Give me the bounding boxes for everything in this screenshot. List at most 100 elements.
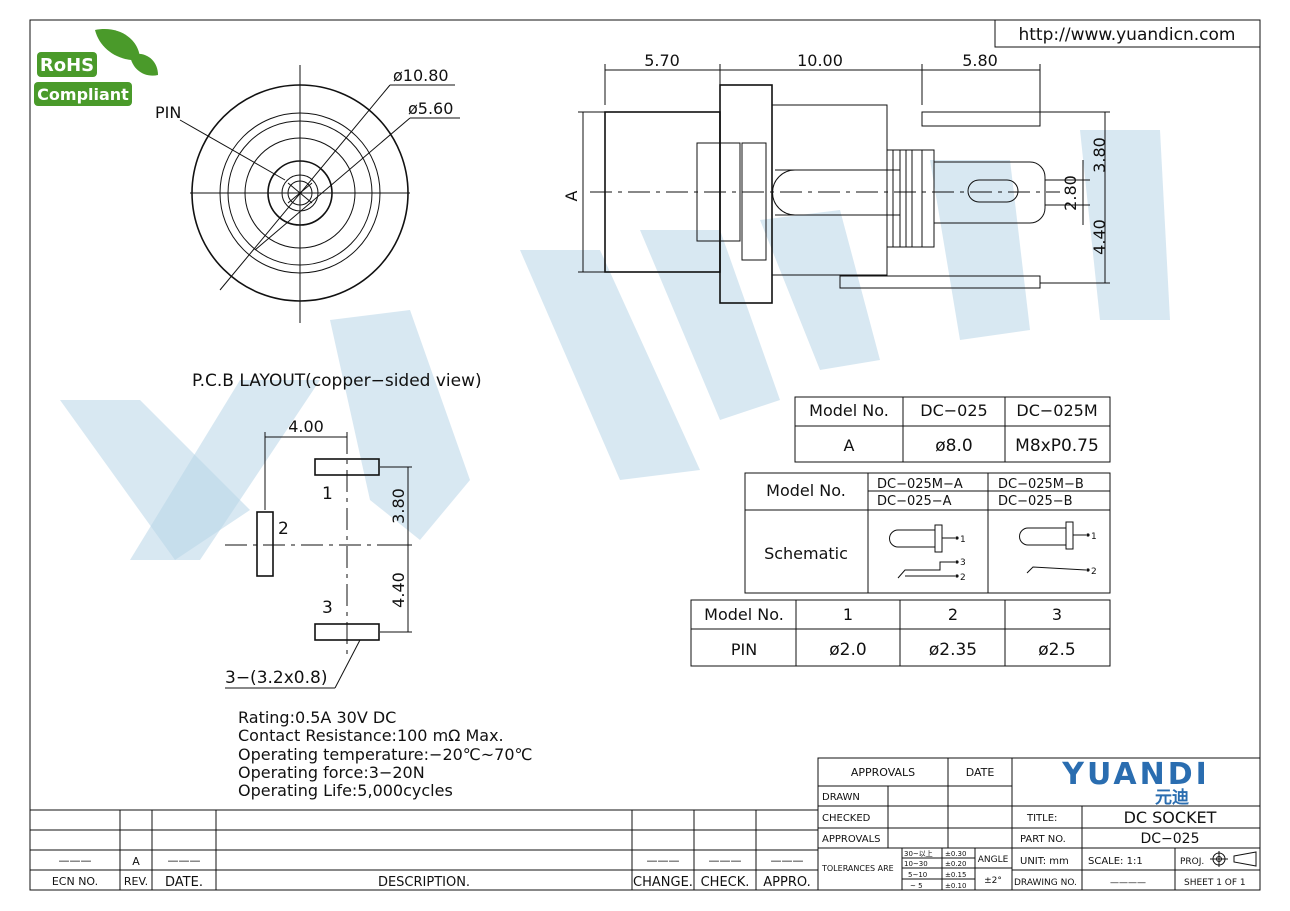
tol-val-1: ±0.30 [945, 850, 966, 858]
drawing-no-label: DRAWING NO. [1014, 878, 1077, 888]
part-value: DC−025 [1140, 831, 1199, 847]
description-label: DESCRIPTION. [378, 875, 470, 890]
schematic-col1-line2: DC−025−A [877, 494, 952, 509]
table-schematic: Model No. DC−025M−A DC−025−A DC−025M−B D… [744, 472, 1111, 594]
schematic-col2-line1: DC−025M−B [998, 477, 1084, 492]
table-pin-header-model: Model No. [704, 605, 784, 624]
pcb-title: P.C.B LAYOUT(copper−sided view) [192, 371, 482, 391]
side-view: 5.70 10.00 5.80 A 3.80 2.80 4.40 [562, 51, 1110, 304]
angle-value: ±2° [984, 876, 1002, 886]
table-a-header-dc025: DC−025 [920, 401, 987, 420]
table-a-header-dc025m: DC−025M [1016, 401, 1097, 420]
ecn-label: ECN NO. [52, 875, 98, 888]
appro-label: APPRO. [763, 875, 810, 890]
table-a-dc025m-value: M8xP0.75 [1015, 436, 1099, 456]
yuandi-logo: YUANDI [1061, 757, 1210, 792]
approvals-header: APPROVALS [851, 766, 915, 779]
tol-range-3: 5~10 [908, 871, 927, 879]
table-pin-header-1: 1 [843, 605, 853, 624]
schematic-model-label: Model No. [766, 481, 846, 500]
dia-inner-label: ø5.60 [408, 99, 453, 118]
rev-value: A [132, 855, 140, 868]
schem-a-pin2: 2 [960, 573, 966, 583]
table-pin: Model No. 1 2 3 PIN ø2.0 ø2.35 ø2.5 [690, 599, 1111, 667]
title-value: DC SOCKET [1124, 808, 1217, 827]
rohs-logo: RoHS Compliant [34, 29, 158, 106]
pad-note: 3−(3.2x0.8) [225, 668, 327, 688]
spec-temperature: Operating temperature:−20℃~70℃ [238, 745, 533, 764]
url-text: http://www.yuandicn.com [1018, 25, 1235, 45]
schem-a-pin1: 1 [960, 535, 966, 545]
tol-val-4: ±0.10 [945, 882, 966, 890]
change-label: CHANGE. [633, 875, 693, 890]
sheet-label: SHEET 1 OF 1 [1184, 878, 1246, 888]
schematic-label: Schematic [764, 544, 848, 563]
part-label: PART NO. [1020, 834, 1066, 845]
schematic-col2-line2: DC−025−B [998, 494, 1073, 509]
dim-side-280: 2.80 [1061, 175, 1080, 211]
title-label: TITLE: [1026, 813, 1057, 824]
tol-range-1: 30~以上 [904, 849, 933, 858]
rev-label: REV. [124, 875, 148, 888]
rev-blank-5: ——— [771, 854, 804, 867]
pad2-label: 2 [278, 519, 289, 539]
check-label: CHECK. [701, 875, 750, 890]
spec-rating: Rating:0.5A 30V DC [238, 708, 396, 727]
dim-a: A [562, 190, 581, 201]
pad3-label: 3 [322, 598, 333, 618]
approvals-label: APPROVALS [822, 834, 881, 845]
drawn-label: DRAWN [822, 792, 860, 803]
table-pin-val-2: ø2.35 [929, 640, 977, 660]
specs: Rating:0.5A 30V DC Contact Resistance:10… [238, 708, 533, 800]
table-a: Model No. DC−025 DC−025M A ø8.0 M8xP0.75 [794, 396, 1111, 463]
dim-side-440: 4.40 [1090, 219, 1109, 255]
dim-side-right: 5.80 [962, 51, 998, 70]
tol-val-2: ±0.20 [945, 860, 966, 868]
projection-symbol [1210, 851, 1257, 867]
dim-side-380: 3.80 [1090, 137, 1109, 173]
table-a-header-model: Model No. [809, 401, 889, 420]
table-pin-val-1: ø2.0 [829, 640, 866, 660]
dim-side-mid: 10.00 [797, 51, 843, 70]
rev-blank-4: ——— [709, 854, 742, 867]
spec-contact: Contact Resistance:100 mΩ Max. [238, 726, 504, 745]
table-pin-header-3: 3 [1052, 605, 1062, 624]
pcb-dim-400: 4.00 [288, 417, 324, 436]
date-header: DATE [966, 766, 995, 779]
yuandi-logo-cn: 元迪 [1155, 787, 1189, 808]
date-label: DATE. [165, 875, 203, 890]
schematic-col1-line1: DC−025M−A [877, 477, 963, 492]
rohs-text: RoHS [40, 55, 94, 76]
pcb-dim-380: 3.80 [389, 488, 408, 524]
schem-b-pin1: 1 [1091, 532, 1097, 542]
tolerances-label: TOLERANCES ARE [821, 864, 894, 873]
table-pin-row-label: PIN [731, 640, 757, 659]
spec-force: Operating force:3−20N [238, 763, 425, 782]
pcb-dim-440: 4.40 [389, 572, 408, 608]
table-pin-val-3: ø2.5 [1038, 640, 1075, 660]
pin-label: PIN [155, 103, 181, 122]
unit-label: UNIT: mm [1020, 856, 1069, 867]
tol-val-3: ±0.15 [945, 871, 966, 879]
pcb-layout: P.C.B LAYOUT(copper−sided view) 4.00 3.8… [192, 371, 482, 689]
checked-label: CHECKED [822, 813, 871, 824]
front-view: ø10.80 ø5.60 PIN [155, 65, 460, 323]
schem-a-pin3: 3 [960, 558, 966, 568]
table-a-row-label: A [844, 436, 855, 455]
proj-label: PROJ. [1180, 857, 1204, 867]
revision-block: ——— A ——— ——— ——— ——— ECN NO. REV. DATE.… [30, 809, 818, 890]
tol-range-4: ~ 5 [910, 882, 923, 890]
dia-outer-label: ø10.80 [393, 66, 449, 85]
rev-blank-2: ——— [168, 854, 201, 867]
drawing-frame [29, 19, 1261, 891]
table-pin-header-2: 2 [948, 605, 958, 624]
rev-blank-1: ——— [59, 854, 92, 867]
pad1-label: 1 [322, 484, 333, 504]
spec-life: Operating Life:5,000cycles [238, 781, 453, 800]
url-box: http://www.yuandicn.com [994, 19, 1261, 48]
tol-range-2: 10~30 [904, 860, 928, 868]
rev-blank-3: ——— [647, 854, 680, 867]
drawing-no-value: ———— [1110, 878, 1146, 888]
dim-side-left: 5.70 [644, 51, 680, 70]
